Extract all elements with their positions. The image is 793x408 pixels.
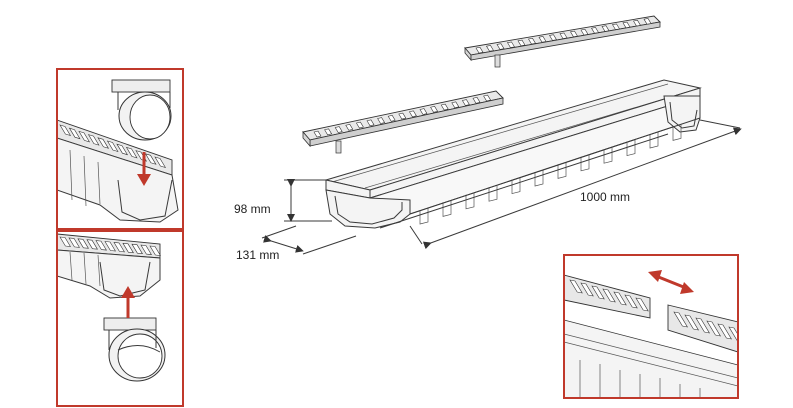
- grate-slot: [673, 311, 689, 328]
- grate-top-right: [464, 15, 661, 68]
- grate-slot: [486, 45, 494, 52]
- grate-slot: [643, 18, 652, 25]
- grate-slot: [125, 146, 138, 159]
- grate-slot: [95, 240, 107, 251]
- grate-slot: [475, 46, 484, 54]
- grate-slot: [144, 153, 157, 165]
- grate-slot: [334, 126, 343, 133]
- inset-frame-bottom-right: [563, 254, 739, 399]
- grate-slot: [149, 245, 161, 256]
- grate-slot: [570, 30, 578, 38]
- grate-slot: [68, 237, 80, 248]
- grate-slot: [430, 106, 439, 113]
- grate-slot: [549, 34, 557, 41]
- grate-slot: [517, 39, 526, 47]
- grate-slot: [624, 294, 638, 309]
- grate-slot: [472, 97, 481, 104]
- grate-slot: [313, 130, 322, 138]
- grate-slot: [131, 243, 143, 255]
- grate-slot: [59, 124, 72, 137]
- grate-slot: [591, 285, 605, 300]
- grate-slot: [106, 140, 119, 153]
- inset-frame-top-left: [56, 68, 184, 230]
- grate-slot: [59, 236, 71, 247]
- grate-slot: [366, 119, 375, 127]
- grate-slot: [113, 242, 125, 253]
- grate-slot: [116, 143, 129, 156]
- grate-slot: [569, 279, 583, 294]
- grate-slot: [635, 297, 649, 312]
- inset-end-cap-bottom: [56, 230, 184, 407]
- grate-slot: [528, 37, 536, 45]
- grate-slot: [612, 23, 620, 30]
- grate-slot: [580, 282, 594, 297]
- grate-slot: [440, 103, 449, 111]
- grate-slot: [684, 314, 700, 331]
- grate-slot: [633, 19, 641, 27]
- grate-slot: [601, 25, 610, 32]
- grate-slot: [461, 99, 470, 106]
- grate-slot: [580, 28, 589, 36]
- grate-slot: [717, 323, 733, 340]
- grate-slot: [602, 288, 616, 303]
- grate-slot: [622, 21, 631, 29]
- grate-slot: [706, 320, 722, 337]
- grate-slot: [140, 244, 152, 255]
- grate-slot: [68, 127, 81, 140]
- grate-slot: [408, 110, 417, 118]
- double-arrow-icon: [655, 274, 687, 290]
- grate-slot: [419, 108, 428, 115]
- inset-grate-sliding: [563, 254, 739, 399]
- grate-middle: [302, 90, 504, 154]
- grate-slot: [559, 32, 568, 39]
- grate-slot: [728, 326, 738, 342]
- grate-slot: [695, 317, 711, 334]
- grate-slot: [538, 36, 547, 43]
- grate-slot: [104, 241, 116, 252]
- grate-slot: [496, 43, 505, 50]
- grate-slot: [324, 128, 333, 136]
- grate-slot: [613, 291, 627, 306]
- grate-slot: [345, 124, 354, 131]
- channel-body: [324, 79, 702, 229]
- grate-slot: [398, 112, 407, 120]
- grate-slot: [377, 117, 386, 124]
- inset-frame-bottom-left: [56, 230, 184, 407]
- grate-slot: [507, 41, 515, 48]
- grate-slot: [77, 238, 89, 249]
- grate-slot: [78, 130, 91, 143]
- dimension-lines: [261, 119, 742, 255]
- grate-slot: [387, 115, 396, 122]
- grate-slot: [483, 94, 492, 102]
- grate-slot: [451, 101, 460, 109]
- length-dimension-label: 1000 mm: [580, 190, 630, 204]
- inset-end-cap-top: [56, 68, 184, 230]
- height-dimension-label: 98 mm: [234, 202, 271, 216]
- grate-slot: [122, 242, 134, 254]
- grate-slot: [97, 137, 110, 149]
- grate-slot: [86, 239, 98, 250]
- grate-slot: [87, 134, 100, 146]
- grate-slot: [591, 27, 599, 34]
- grate-slot: [154, 156, 167, 169]
- width-dimension-label: 131 mm: [236, 248, 279, 262]
- grate-slot: [355, 121, 364, 129]
